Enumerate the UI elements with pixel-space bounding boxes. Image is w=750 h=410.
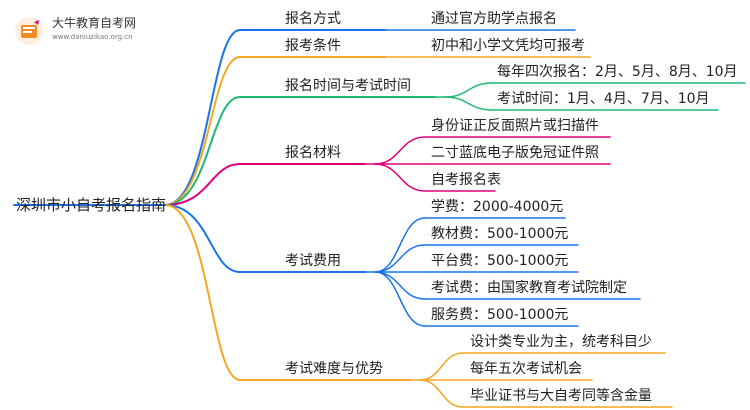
leaf-materials-1: 身份证正反面照片或扫描件: [431, 118, 599, 134]
leaf-connector: [374, 271, 426, 327]
leaf-fees-4: 考试费：由国家教育考试院制定: [431, 280, 627, 296]
leaf-connector: [374, 217, 426, 273]
logo-url: www.daniuzikao.org.cn: [52, 33, 133, 41]
leaf-connector: [419, 379, 464, 408]
leaf-difficulty-3: 毕业证书与大自考同等含金量: [470, 388, 652, 404]
branch-label-difficulty: 考试难度与优势: [285, 361, 383, 377]
leaf-connector: [374, 136, 426, 165]
branch-label-eligibility: 报考条件: [285, 38, 341, 54]
leaf-materials-3: 自考报名表: [431, 172, 501, 188]
leaf-connector: [374, 244, 426, 273]
branch-connector: [164, 96, 241, 206]
branch-label-apply-method: 报名方式: [285, 11, 341, 27]
leaf-schedule-2: 考试时间：1月、4月、7月、10月: [497, 91, 710, 107]
leaf-fees-3: 平台费：500-1000元: [431, 253, 569, 269]
site-logo[interactable]: 大牛教育自考网 www.daniuzikao.org.cn: [14, 14, 164, 48]
branch-connector: [164, 204, 241, 273]
leaf-fees-1: 学费：2000-4000元: [431, 199, 564, 215]
branch-connector: [164, 204, 241, 381]
branch-label-materials: 报名材料: [285, 145, 341, 161]
book-icon: [15, 17, 43, 45]
branch-connector: [164, 163, 241, 206]
leaf-fees-5: 服务费：500-1000元: [431, 307, 569, 323]
branch-label-fees: 考试费用: [285, 253, 341, 269]
leaf-schedule-1: 每年四次报名：2月、5月、8月、10月: [497, 64, 738, 80]
branch-label-schedule: 报名时间与考试时间: [285, 78, 411, 94]
leaf-connector: [374, 163, 426, 192]
leaf-difficulty-2: 每年五次考试机会: [470, 361, 582, 377]
root-node: 深圳市小自考报名指南: [16, 196, 167, 214]
leaf-connector: [374, 271, 426, 300]
leaf-connector: [419, 352, 464, 381]
logo-name: 大牛教育自考网: [52, 16, 137, 30]
leaf-materials-2: 二寸蓝底电子版免冠证件照: [431, 145, 599, 161]
branch-connector: [164, 56, 241, 206]
leaf-apply-method-1: 通过官方助学点报名: [431, 11, 557, 27]
leaf-fees-2: 教材费：500-1000元: [431, 226, 569, 242]
leaf-connector: [444, 82, 493, 98]
branch-connector: [164, 29, 241, 206]
leaf-difficulty-1: 设计类专业为主，统考科目少: [470, 334, 652, 350]
leaf-eligibility-1: 初中和小学文凭均可报考: [431, 38, 585, 54]
leaf-connector: [444, 96, 493, 111]
